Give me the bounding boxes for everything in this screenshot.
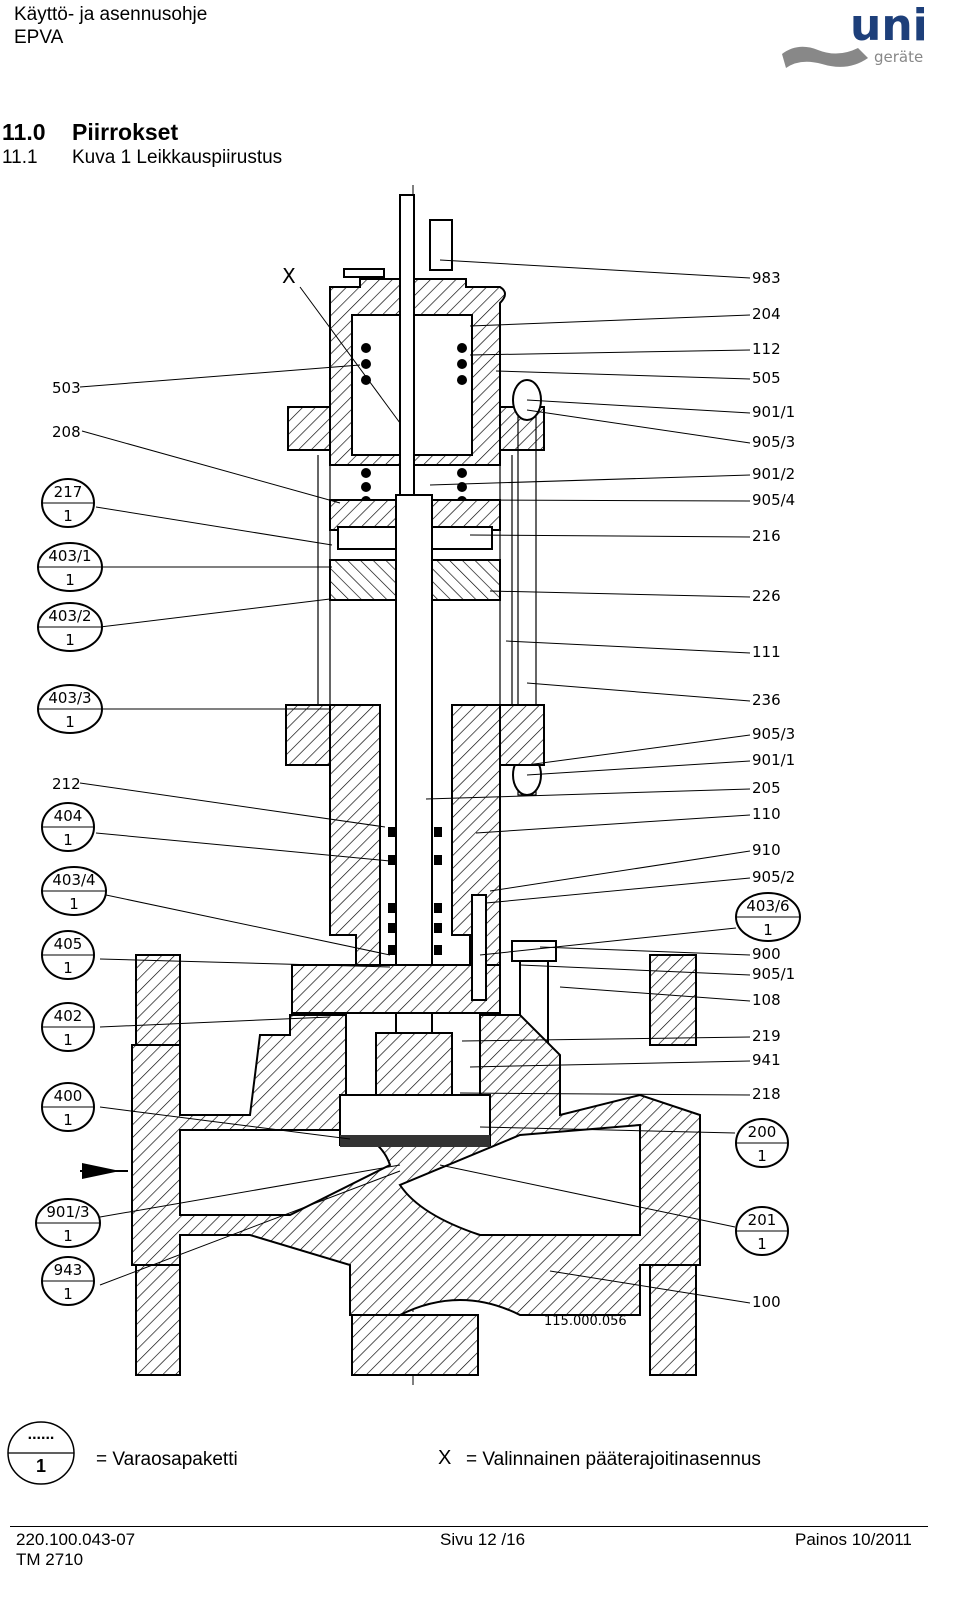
label-941: 941 <box>752 1051 781 1069</box>
svg-text:201: 201 <box>748 1211 777 1229</box>
legend-x-text: = Valinnainen pääterajoitinasennus <box>466 1449 761 1470</box>
svg-text:1: 1 <box>63 507 73 525</box>
legend-symbol-text: = Varaosapaketti <box>96 1449 238 1470</box>
section-heading: Piirrokset <box>72 119 179 145</box>
svg-text:1: 1 <box>63 959 73 977</box>
logo-text: uni <box>850 2 928 51</box>
label-112: 112 <box>752 340 781 358</box>
svg-text:403/4: 403/4 <box>52 871 95 889</box>
svg-text:1: 1 <box>63 1111 73 1129</box>
footer-page: Sivu 12 /16 <box>440 1530 526 1549</box>
svg-text:901/3: 901/3 <box>46 1203 89 1221</box>
label-901-1b: 901/1 <box>752 751 795 769</box>
x-mark: X <box>282 264 296 288</box>
svg-text:1: 1 <box>63 831 73 849</box>
logo-subtext: geräte <box>874 48 923 66</box>
kit-403-2: 403/2 1 <box>37 602 103 652</box>
legend-symbol: ...... 1 <box>6 1420 76 1486</box>
kit-403-3: 403/3 1 <box>37 684 103 734</box>
svg-text:403/1: 403/1 <box>48 547 91 565</box>
label-905-4: 905/4 <box>752 491 795 509</box>
drawing-number: 115.000.056 <box>544 1314 627 1329</box>
svg-text:1: 1 <box>757 1147 767 1165</box>
label-900: 900 <box>752 945 781 963</box>
sectional-drawing: X 115.000.056 <box>35 185 801 1385</box>
svg-text:1: 1 <box>63 1227 73 1245</box>
label-503: 503 <box>52 379 81 397</box>
svg-text:1: 1 <box>763 921 773 939</box>
label-226: 226 <box>752 587 781 605</box>
label-219: 219 <box>752 1027 781 1045</box>
subsection-number: 11.1 <box>2 147 38 168</box>
label-983: 983 <box>752 269 781 287</box>
label-905-1: 905/1 <box>752 965 795 983</box>
svg-text:1: 1 <box>69 895 79 913</box>
legend-x-symbol: X <box>438 1447 452 1469</box>
section-number: 11.0 <box>2 119 46 145</box>
label-111: 111 <box>752 643 781 661</box>
svg-text:1: 1 <box>63 1031 73 1049</box>
kit-403-1: 403/1 1 <box>37 542 103 592</box>
legend-symbol-top: ...... <box>27 1426 55 1443</box>
kit-403-4: 403/4 1 <box>41 866 107 916</box>
legend-symbol-bottom: 1 <box>35 1456 46 1476</box>
label-204: 204 <box>752 305 781 323</box>
footer-rule <box>10 1526 928 1527</box>
label-905-2: 905/2 <box>752 868 795 886</box>
label-236: 236 <box>752 691 781 709</box>
label-905-3: 905/3 <box>752 433 795 451</box>
label-910: 910 <box>752 841 781 859</box>
label-205: 205 <box>752 779 781 797</box>
kit-201: 2011 <box>735 1206 789 1256</box>
label-505: 505 <box>752 369 781 387</box>
svg-text:405: 405 <box>54 935 83 953</box>
svg-text:1: 1 <box>65 571 75 589</box>
kit-901-3: 901/3 1 <box>35 1198 101 1248</box>
label-108: 108 <box>752 991 781 1009</box>
footer-tm: TM 2710 <box>16 1550 84 1569</box>
svg-text:1: 1 <box>65 713 75 731</box>
uni-logo: uni geräte <box>778 0 928 78</box>
svg-text:402: 402 <box>54 1007 83 1025</box>
svg-text:1: 1 <box>65 631 75 649</box>
svg-text:1: 1 <box>757 1235 767 1253</box>
label-901-1: 901/1 <box>752 403 795 421</box>
svg-text:403/3: 403/3 <box>48 689 91 707</box>
label-901-2: 901/2 <box>752 465 795 483</box>
label-216: 216 <box>752 527 781 545</box>
label-100: 100 <box>752 1293 781 1311</box>
svg-text:403/6: 403/6 <box>746 897 789 915</box>
svg-text:400: 400 <box>54 1087 83 1105</box>
product-name: EPVA <box>14 27 64 48</box>
footer-doc-number: 220.100.043-07 <box>16 1530 136 1549</box>
svg-text:200: 200 <box>748 1123 777 1141</box>
label-208: 208 <box>52 423 81 441</box>
kit-403-6: 403/6 1 <box>735 892 801 942</box>
svg-text:404: 404 <box>54 807 83 825</box>
svg-text:943: 943 <box>54 1261 83 1279</box>
label-212: 212 <box>52 775 81 793</box>
svg-text:217: 217 <box>54 483 83 501</box>
label-905-3b: 905/3 <box>752 725 795 743</box>
svg-text:403/2: 403/2 <box>48 607 91 625</box>
doc-title: Käyttö- ja asennusohje <box>14 4 208 25</box>
svg-text:1: 1 <box>63 1285 73 1303</box>
label-218: 218 <box>752 1085 781 1103</box>
subsection-heading: Kuva 1 Leikkauspiirustus <box>72 147 283 168</box>
label-110: 110 <box>752 805 781 823</box>
footer-edition: Painos 10/2011 <box>795 1530 912 1549</box>
